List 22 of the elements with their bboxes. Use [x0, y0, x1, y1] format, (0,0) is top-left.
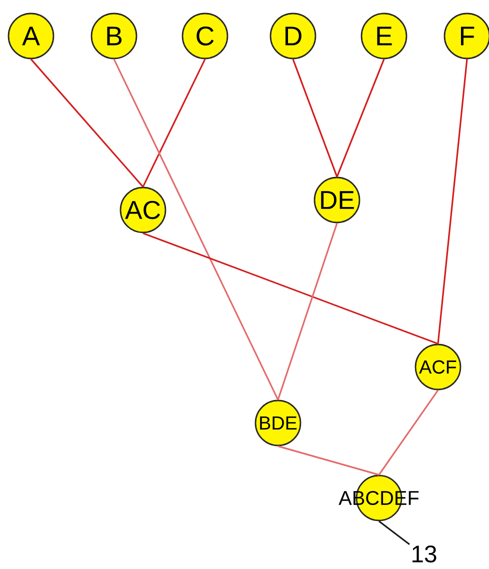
circle-node: AC	[120, 186, 166, 234]
number-label: 13	[412, 546, 436, 562]
circle-node: A	[8, 12, 54, 60]
circle-node: B	[90, 12, 138, 60]
connector-line	[277, 222, 338, 400]
connector-line	[378, 390, 439, 476]
connector-line	[292, 58, 338, 178]
connector-line	[278, 445, 380, 476]
circle-node: C	[182, 12, 228, 60]
connector-line	[113, 58, 279, 400]
connector-line	[437, 59, 468, 344]
connector-line	[30, 58, 144, 188]
circle-node: E	[360, 12, 408, 60]
circle-node: F	[444, 12, 489, 60]
circle-node: BDE	[254, 400, 302, 446]
connector-line	[142, 58, 206, 188]
circle-node: D	[270, 12, 316, 60]
circle-node: ACF	[414, 344, 462, 390]
connector-line	[336, 58, 385, 178]
connector-line	[142, 232, 438, 345]
circle-node: DE	[314, 176, 360, 224]
leader-line	[378, 520, 410, 545]
